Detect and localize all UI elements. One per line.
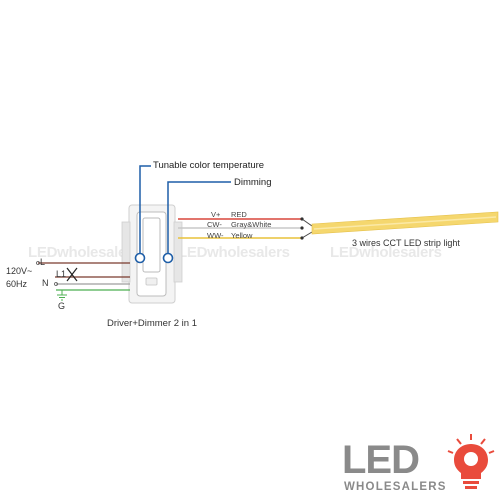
wire-dot-gray <box>300 226 304 230</box>
wire-dot-red <box>300 217 304 221</box>
strip-label: 3 wires CCT LED strip light <box>352 238 460 248</box>
callout-tunable-label: Tunable color temperature <box>153 160 265 171</box>
line-switch-x-2 <box>66 267 78 282</box>
logo-wordmark: LED <box>342 438 420 482</box>
wire-color-gray: Gray&White <box>231 220 272 229</box>
wire-dot-yellow <box>300 236 304 240</box>
watermark-text-2: LEDwholesalers <box>178 244 290 261</box>
wire-color-red: RED <box>231 210 247 219</box>
dimmer-rocker <box>142 217 161 273</box>
input-voltage: 120V~ <box>6 266 33 276</box>
watermark-text-3: LEDwholesalers <box>330 244 442 261</box>
callout-line-tunable <box>139 165 151 258</box>
terminal-n <box>54 282 58 286</box>
terminal-l <box>36 261 40 265</box>
led-strip-highlight <box>313 216 497 230</box>
device-caption: Driver+Dimmer 2 in 1 <box>107 318 198 329</box>
input-line: L <box>40 257 46 267</box>
right-bracket <box>173 221 183 283</box>
input-ground: G <box>58 301 66 311</box>
dimmer-slider <box>145 277 158 286</box>
callout-dimming-label: Dimming <box>234 177 272 188</box>
wire-code-gray: CW- <box>207 220 222 229</box>
callout-marker-tunable <box>134 252 146 264</box>
wire-join-1 <box>301 218 313 227</box>
logo-subtitle: WHOLESALERS <box>344 481 447 493</box>
watermark-text-1: LEDwholesalers <box>28 244 140 261</box>
wire-color-yellow: Yellow <box>231 231 253 240</box>
wire-code-red: V+ <box>211 210 221 219</box>
callout-marker-dimming <box>162 252 174 264</box>
callout-line-dimming <box>167 181 231 258</box>
wire-code-yellow: WW- <box>207 231 224 240</box>
input-line-out: L1 <box>56 269 67 279</box>
logo-bulb-icon <box>447 434 495 489</box>
wire-join-2 <box>301 231 313 239</box>
input-frequency: 60Hz <box>6 279 28 289</box>
input-neutral: N <box>42 278 49 288</box>
left-bracket <box>121 221 131 283</box>
